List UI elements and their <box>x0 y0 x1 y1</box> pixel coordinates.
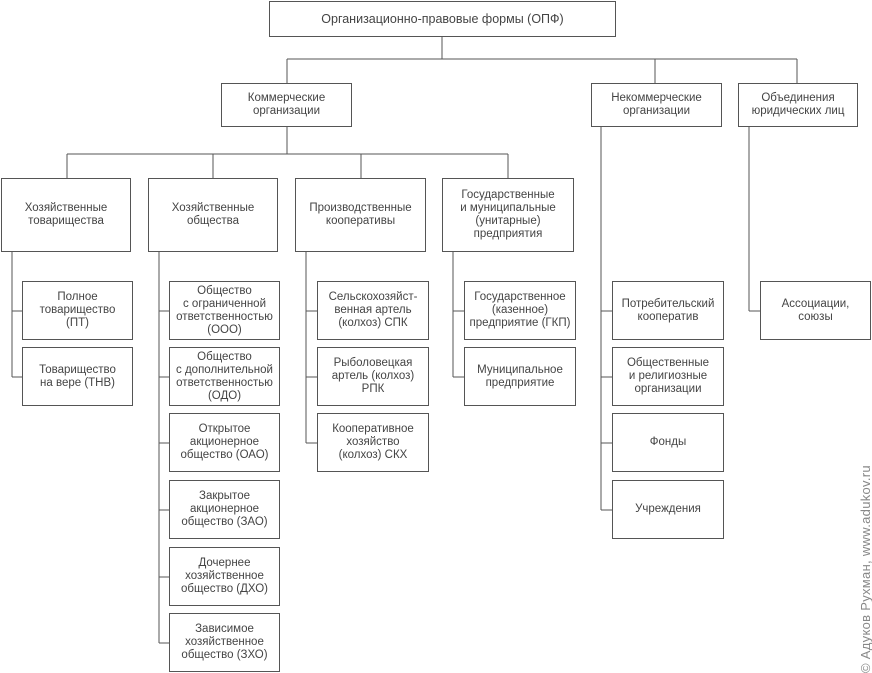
node-noncommercial: Некоммерческие организации <box>591 83 722 127</box>
node-mup: Муниципальное предприятие <box>464 347 576 406</box>
node-tnv: Товарищество на вере (ТНВ) <box>22 347 133 406</box>
node-unions: Ассоциации, союзы <box>760 281 871 340</box>
node-societies: Хозяйственные общества <box>148 178 278 252</box>
node-oao: Открытое акционерное общество (ОАО) <box>169 413 280 472</box>
node-public: Общественные и религиозные организации <box>612 347 724 406</box>
copyright-watermark: © Адуков Рухман, www.adukov.ru <box>858 465 872 673</box>
node-root: Организационно-правовые формы (ОПФ) <box>269 1 616 37</box>
node-partnerships: Хозяйственные товарищества <box>1 178 131 252</box>
node-odo: Общество с дополнительной ответственност… <box>169 347 280 406</box>
node-consumer: Потребительский кооператив <box>612 281 724 340</box>
node-unitary: Государственные и муниципальные (унитарн… <box>442 178 574 252</box>
node-rnk: Рыболовецкая артель (колхоз) РПК <box>317 347 429 406</box>
node-commercial: Коммерческие организации <box>221 83 352 127</box>
node-gup: Государственное (казенное) предприятие (… <box>464 281 576 340</box>
node-pt: Полное товарищество (ПТ) <box>22 281 133 340</box>
node-skh: Кооперативное хозяйство (колхоз) СКХ <box>317 413 429 472</box>
node-associations: Объединения юридических лиц <box>738 83 858 127</box>
node-institutions: Учреждения <box>612 480 724 539</box>
node-cooperatives: Производственные кооперативы <box>295 178 426 252</box>
node-zao: Закрытое акционерное общество (ЗАО) <box>169 480 280 539</box>
node-ooo: Общество с ограниченной ответственностью… <box>169 281 280 340</box>
node-dho: Дочернее хозяйственное общество (ДХО) <box>169 547 280 606</box>
node-snk: Сельскохозяйст- венная артель (колхоз) С… <box>317 281 429 340</box>
node-funds: Фонды <box>612 413 724 472</box>
node-zho: Зависимое хозяйственное общество (ЗХО) <box>169 613 280 672</box>
